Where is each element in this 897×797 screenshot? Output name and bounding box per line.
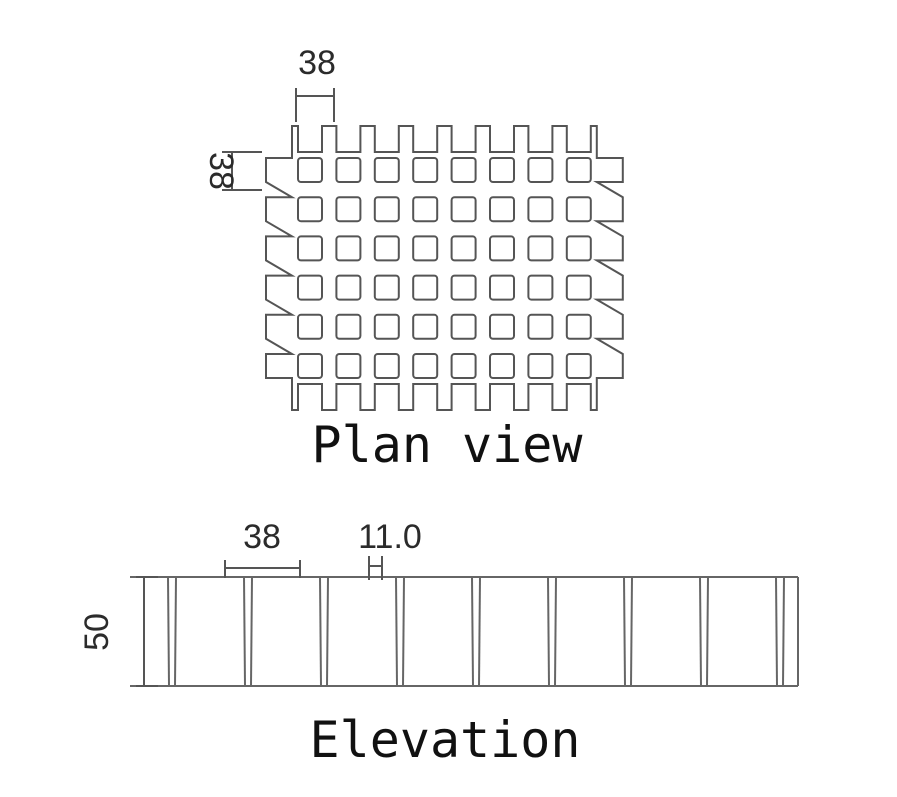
plan-view-cell [450, 235, 477, 262]
plan-view-cell [297, 235, 323, 262]
plan-view-cell [450, 274, 477, 301]
elevation-caption: Elevation [310, 711, 581, 769]
plan-view-cell [450, 157, 477, 183]
plan-view-cells [297, 157, 592, 379]
plan-view-cell [527, 353, 554, 379]
plan-view-cell [335, 157, 362, 183]
plan-view-cell [335, 235, 362, 262]
plan-view-cell [450, 313, 477, 340]
elevation-bearing-bar [167, 576, 177, 687]
plan-view-cell [412, 274, 439, 301]
plan-view-cell [297, 157, 323, 183]
plan-dimension-left: 38 [202, 151, 262, 191]
elevation-dimension-height: 50 [78, 576, 158, 687]
plan-view-cell [373, 196, 400, 223]
plan-dimension-top-label: 38 [298, 44, 336, 82]
elevation-bearing-bar [319, 576, 329, 687]
elevation-view: 38 11.0 50 Elevation [78, 518, 799, 769]
plan-view-cell [297, 313, 323, 340]
plan-view-cell [297, 274, 323, 301]
elevation-dimension-thickness-label: 11.0 [358, 518, 422, 556]
elevation-dimension-height-label: 50 [78, 613, 116, 651]
plan-dimension-left-label: 38 [202, 152, 240, 190]
elevation-bearing-bar [547, 576, 557, 687]
plan-view-caption: Plan view [312, 416, 584, 474]
elevation-bearing-bar [471, 576, 481, 687]
plan-view-cell [450, 353, 477, 379]
elevation-dimension-pitch: 38 [224, 518, 301, 578]
plan-view-cell [297, 196, 323, 223]
plan-view-cell [565, 353, 592, 379]
elevation-dimension-thickness: 11.0 [358, 518, 422, 580]
plan-view-cell [565, 157, 592, 183]
plan-view-cell [373, 274, 400, 301]
plan-view-cell [565, 274, 592, 301]
plan-view-cell [489, 274, 515, 301]
plan-view-cell [335, 353, 362, 379]
plan-view-cell [527, 196, 554, 223]
elevation-bearing-bar [243, 576, 253, 687]
plan-view-cell [489, 353, 515, 379]
elevation-bearing-bar [775, 576, 785, 687]
plan-view-cell [373, 353, 400, 379]
plan-view-cell [335, 196, 362, 223]
plan-view-cell [527, 313, 554, 340]
plan-view-cell [412, 313, 439, 340]
plan-view-cell [412, 235, 439, 262]
plan-view-cell [489, 196, 515, 223]
elevation-frame [130, 576, 799, 687]
plan-view-cell [489, 313, 515, 340]
plan-view-cell [412, 353, 439, 379]
plan-view-cell [373, 235, 400, 262]
plan-view-cell [297, 353, 323, 379]
plan-view-cell [489, 157, 515, 183]
elevation-bars [167, 576, 785, 687]
plan-view-cell [412, 157, 439, 183]
plan-view-cell [450, 196, 477, 223]
plan-dimension-top: 38 [295, 44, 336, 122]
plan-view-cell [489, 235, 515, 262]
plan-view-grating-outline [265, 125, 624, 411]
plan-view-cell [527, 235, 554, 262]
plan-view-cell [565, 313, 592, 340]
elevation-dimension-pitch-label: 38 [243, 518, 281, 556]
elevation-bearing-bar [395, 576, 405, 687]
plan-view: 38 38 Plan view [202, 44, 624, 474]
plan-view-cell [335, 274, 362, 301]
plan-view-cell [527, 274, 554, 301]
plan-view-cell [565, 196, 592, 223]
elevation-bearing-bar [623, 576, 633, 687]
elevation-bearing-bar [699, 576, 709, 687]
plan-view-cell [412, 196, 439, 223]
plan-view-cell [373, 157, 400, 183]
plan-view-cell [565, 235, 592, 262]
plan-view-cell [527, 157, 554, 183]
plan-view-cell [335, 313, 362, 340]
plan-view-cell [373, 313, 400, 340]
